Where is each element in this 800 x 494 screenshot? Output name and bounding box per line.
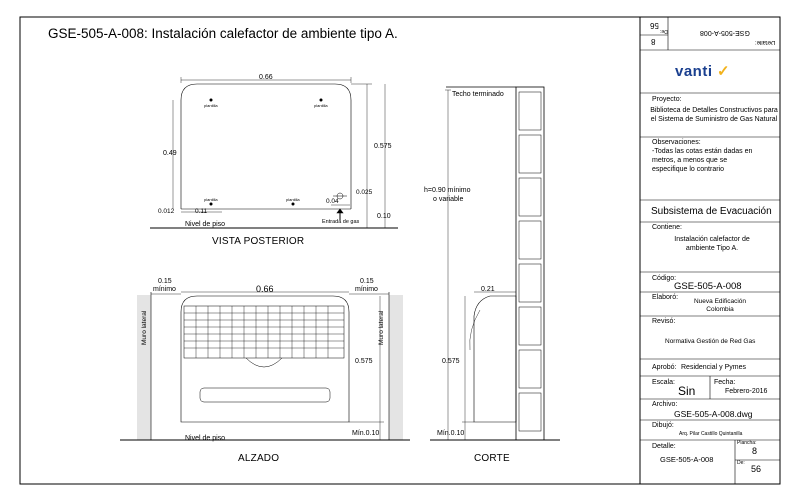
front-wall-right: Muro lateral [378, 310, 385, 345]
made-label: Elaboró: [652, 294, 679, 301]
code-label: Código: [652, 275, 677, 282]
front-min-left-value: 0.15 [158, 278, 172, 285]
rear-dim-left-offset: 0.012 [158, 208, 175, 215]
of-value: 56 [751, 464, 762, 474]
approved-text: Residencial y Pymes [681, 364, 746, 371]
rear-caption: VISTA POSTERIOR [212, 236, 305, 247]
detail-value: GSE-505-A-008 [660, 455, 714, 464]
top-sheet-value: 8 [651, 37, 656, 46]
front-dim-min: Mín.0.10 [352, 430, 380, 437]
top-of-label: De: [660, 28, 668, 34]
top-code: GSE-505-A-008 [700, 29, 750, 36]
brand-name: vanti [675, 63, 713, 80]
file-label: Archivo: [652, 401, 678, 408]
sheet-label: Plancha: [737, 440, 757, 446]
detail-label: Detalle: [652, 443, 676, 450]
section-caption: CORTE [474, 453, 510, 464]
sheet-value: 8 [752, 446, 758, 456]
file-value: GSE-505-A-008.dwg [674, 409, 753, 419]
rear-dim-small: 0.04 [326, 198, 339, 205]
front-dim-width: 0.66 [256, 284, 274, 294]
page-title: GSE-505-A-008: Instalación calefactor de… [48, 26, 398, 41]
section-dim-depth: 0.21 [481, 286, 495, 293]
front-min-right-word: mínimo [355, 286, 378, 293]
scale-value: Sin [678, 384, 696, 398]
rear-dim-height-left: 0.49 [163, 150, 177, 157]
front-min-right-value: 0.15 [360, 278, 374, 285]
code-value: GSE-505-A-008 [674, 281, 742, 292]
rear-dim-025: 0.025 [356, 189, 373, 196]
project-text: Biblioteca de Detalles Constructivos par… [650, 107, 778, 123]
front-dim-height: 0.575 [355, 358, 373, 365]
of-label: De: [737, 460, 745, 466]
rear-fixing-2: plantilla [314, 103, 328, 108]
rear-dim-bottom: 0.10 [377, 213, 391, 220]
front-caption: ALZADO [238, 453, 280, 464]
drawn-value: Arq. Pilar Castillo Quintanilla [679, 431, 743, 437]
made-text: Nueva Edificación Colombia [693, 298, 747, 314]
rear-floor-label: Nivel de piso [185, 221, 226, 228]
rear-dim-width: 0.66 [259, 74, 273, 81]
scale-label: Escala: [652, 379, 675, 386]
front-min-left-word: mínimo [153, 286, 176, 293]
content-text: Instalación calefactor de ambiente Tipo … [674, 236, 750, 252]
front-wall-left: Muro lateral [141, 310, 148, 345]
rear-view [150, 77, 398, 229]
notes-text: -Todas las cotas están dadas en metros, … [652, 148, 753, 173]
notes-label: Observaciones: [652, 139, 701, 146]
date-label: Fecha: [714, 379, 736, 386]
brand-logo: vanti ✓ [675, 62, 730, 81]
panel-grid [640, 17, 780, 484]
date-value: Febrero-2016 [725, 388, 768, 395]
section-view [430, 86, 560, 441]
top-of-value: 56 [650, 21, 659, 30]
section-ceiling: Techo terminado [452, 91, 504, 98]
rear-fixing-4: plantilla [286, 197, 300, 202]
reviewed-label: Revisó: [652, 318, 676, 325]
panel-frame [639, 16, 781, 485]
drawn-label: Dibujó: [652, 422, 674, 429]
rear-fixing-3: plantilla [204, 197, 218, 202]
section-dim-min: Mín.0.10 [437, 430, 465, 437]
subsystem: Subsistema de Evacuación [651, 206, 772, 217]
approved-label: Aprobó: [652, 364, 677, 371]
rear-dim-spacing: 0.11 [195, 208, 208, 215]
section-height-sub: o variable [433, 196, 464, 203]
reviewed-text: Normativa Gestión de Red Gas [665, 338, 756, 345]
front-view [120, 291, 410, 441]
section-height: h=0.90 mínimo [424, 187, 471, 194]
rear-dim-height-right: 0.575 [374, 143, 392, 150]
rear-gas-inlet: Entrada de gas [322, 219, 360, 225]
project-label: Proyecto: [652, 96, 682, 103]
brand-check-icon: ✓ [716, 63, 730, 80]
front-floor-label: Nivel de piso [185, 435, 226, 442]
section-dim-height: 0.575 [442, 358, 460, 365]
content-label: Contiene: [652, 224, 682, 231]
top-detail-label: Detalle: [755, 39, 776, 45]
rear-fixing-1: plantilla [204, 103, 218, 108]
